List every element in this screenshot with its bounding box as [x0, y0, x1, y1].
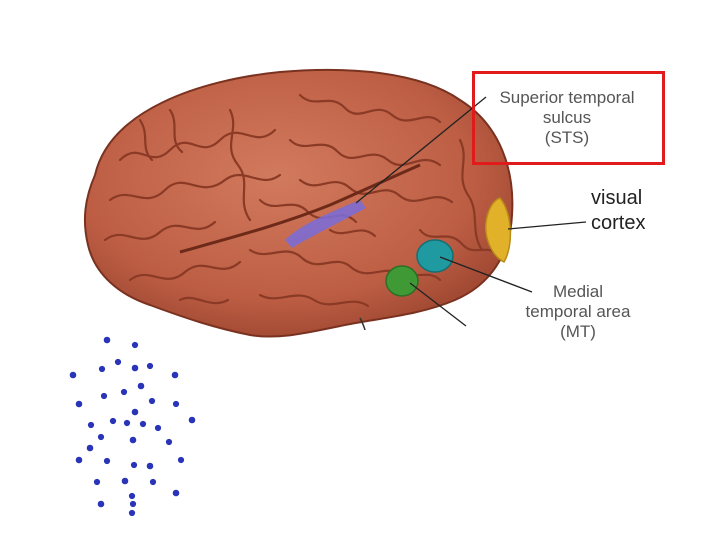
visual-cortex-region: [484, 197, 512, 263]
sts-highlight-box: [472, 71, 665, 165]
visual-cortex-label-line2: cortex: [591, 212, 646, 234]
mt-label: Medial temporal area (MT): [508, 282, 648, 342]
sts-leader-line: [355, 96, 487, 204]
sts-label: Superior temporal sulcus (STS): [476, 88, 658, 148]
visual-cortex-label: visual cortex: [591, 186, 645, 236]
visual-cortex-leader-line: [507, 221, 587, 230]
sts-region: [285, 200, 366, 248]
mst-region: [385, 265, 419, 297]
brain-stem-stub: [359, 317, 366, 331]
lateral-sulcus: [179, 163, 421, 254]
biological-motion-point-light-figure-icon: [69, 336, 196, 517]
sts-label-line2: sulcus: [542, 108, 592, 128]
mst-leader-line: [409, 282, 467, 327]
sts-label-line3: (STS): [544, 128, 590, 148]
mt-leader-line: [439, 256, 533, 293]
mt-region: [416, 239, 454, 273]
brain: [83, 68, 514, 338]
mt-label-line2: temporal area: [525, 302, 631, 322]
sts-label-line1: Superior temporal: [499, 88, 635, 107]
mt-label-line1: Medial: [552, 282, 604, 301]
mt-label-line3: (MT): [560, 322, 596, 342]
visual-cortex-label-line1: visual: [591, 187, 643, 209]
